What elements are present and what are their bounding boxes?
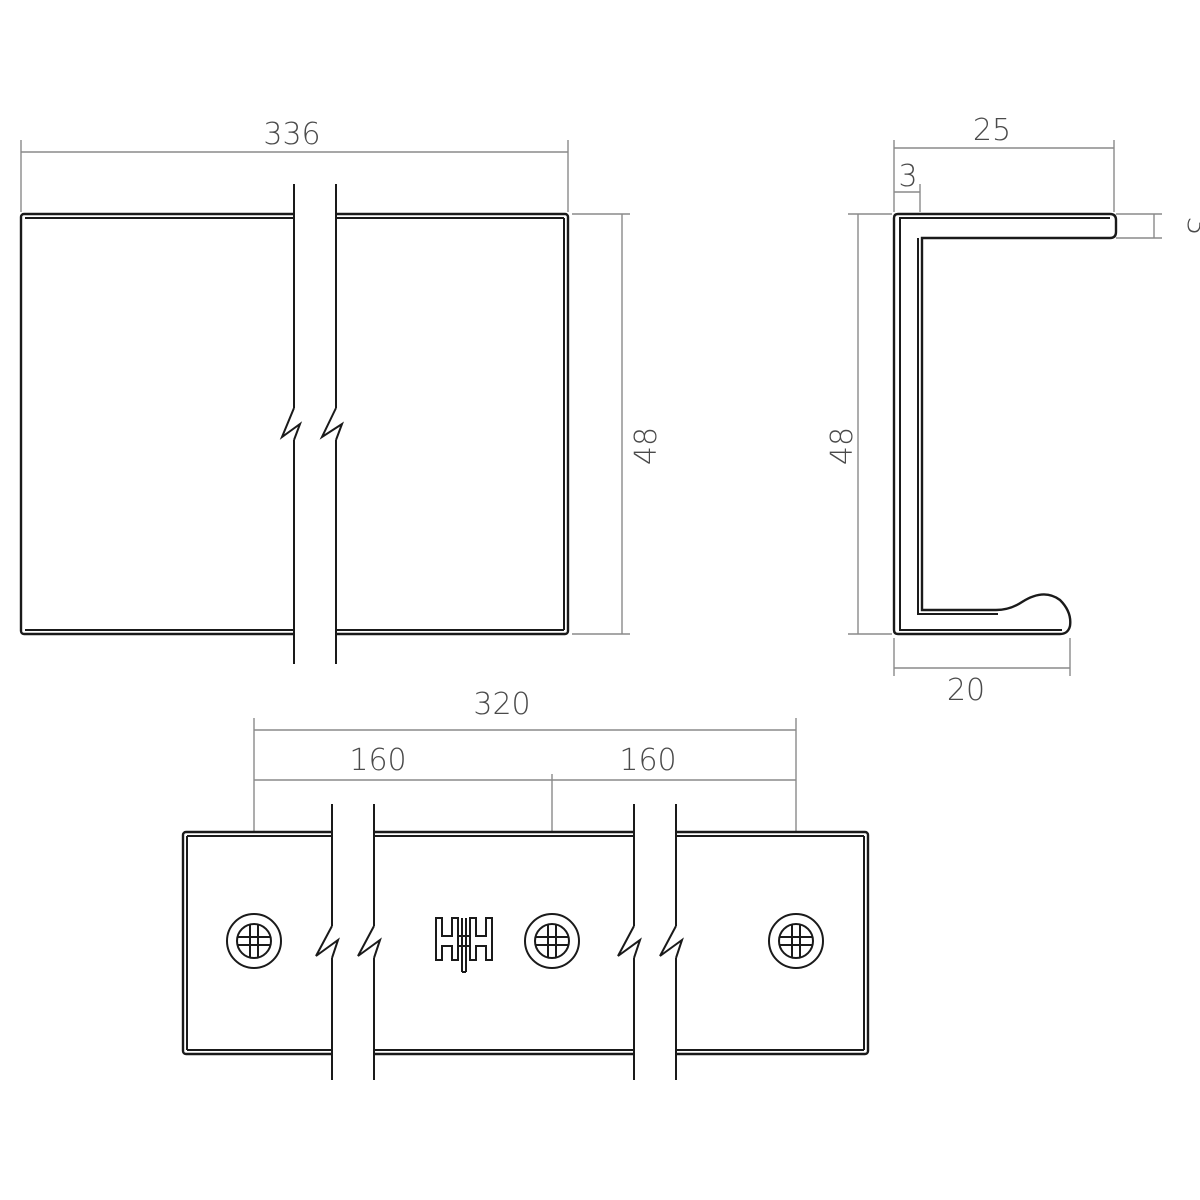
- screw-hole-left: [226, 913, 282, 969]
- side-height-label: 48: [825, 427, 860, 465]
- screw-hole-right: [768, 913, 824, 969]
- front-width-label: 336: [263, 117, 320, 152]
- side-view: 25 3 3 48 20: [825, 113, 1200, 708]
- front-height-dimension: 48: [572, 213, 664, 635]
- side-depth-label: 25: [973, 113, 1011, 148]
- hh-logo-icon: [435, 917, 493, 973]
- back-span-label: 320: [473, 687, 530, 722]
- front-height-label: 48: [629, 427, 664, 465]
- screw-hole-center: [524, 913, 580, 969]
- side-lip-label: 3: [1180, 216, 1200, 235]
- front-break-symbol: [279, 180, 345, 666]
- back-break-symbol-right: [617, 800, 684, 1084]
- front-view: 336 48: [19, 117, 664, 666]
- side-depth-dimension: 25: [893, 113, 1115, 212]
- front-width-dimension: 336: [20, 117, 569, 212]
- side-thickness-dimension: 3: [894, 159, 921, 212]
- side-thickness-label: 3: [898, 159, 917, 194]
- back-right-spacing-label: 160: [619, 743, 676, 778]
- back-view: 320 160 160: [181, 687, 870, 1084]
- side-profile: [892, 212, 1118, 636]
- side-lip-dimension: 3: [1116, 213, 1200, 239]
- back-left-spacing-label: 160: [349, 743, 406, 778]
- side-height-dimension: 48: [825, 213, 892, 635]
- side-base-label: 20: [947, 673, 985, 708]
- back-spacing-dimension: 160 160: [254, 743, 796, 882]
- back-break-symbol-left: [315, 800, 382, 1084]
- side-base-dimension: 20: [893, 638, 1071, 708]
